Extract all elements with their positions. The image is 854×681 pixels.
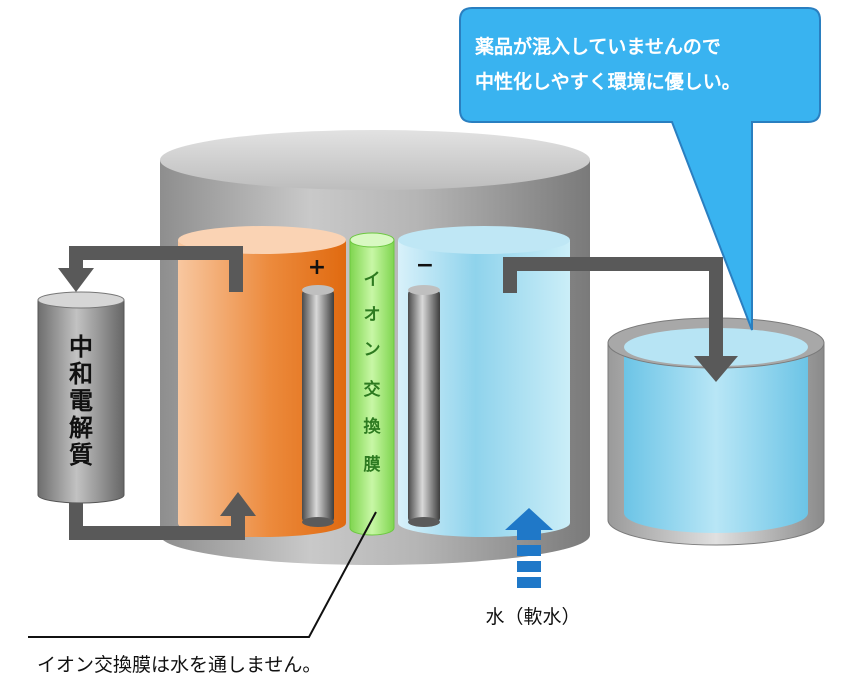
callout-line-2: 中性化しやすく環境に優しい。 [475,70,741,93]
neutralizer-char: 和 [69,360,93,388]
flow-arrow-acid-out [58,246,243,292]
neutralizer-char: 電 [69,387,93,415]
neutralizer-char: 中 [69,333,93,361]
callout-line-1: 薬品が混入していませんので [474,35,721,58]
membrane-note: イオン交換膜は水を通しません。 [37,654,321,676]
neutralizer-char: 質 [69,441,93,469]
membrane-char: 換 [364,416,382,437]
flow-arrow-neutralized-return [69,492,256,540]
plus-sign: + [308,255,326,280]
output-bucket [607,317,825,546]
membrane-char: イ [364,270,381,290]
membrane-char: 交 [364,379,381,400]
membrane-char: ン [364,340,381,360]
minus-sign: − [416,253,434,278]
cathode-compartment [398,226,570,537]
water-inlet-arrow [505,508,553,588]
callout-bubble: 薬品が混入していませんので 中性化しやすく環境に優しい。 [459,7,821,331]
membrane-note-leader [28,511,377,638]
membrane-char: オ [364,305,381,325]
neutralizer-char: 解 [69,414,93,442]
ion-exchange-membrane: イ オ ン 交 換 膜 [349,232,395,536]
flow-arrow-water-out [503,257,738,382]
water-inlet-label: 水（軟水） [485,606,580,628]
anode-electrode [302,285,334,527]
membrane-char: 膜 [364,454,381,475]
neutralizer-cylinder: 中 和 電 解 質 [37,291,125,504]
cathode-electrode [408,285,440,527]
